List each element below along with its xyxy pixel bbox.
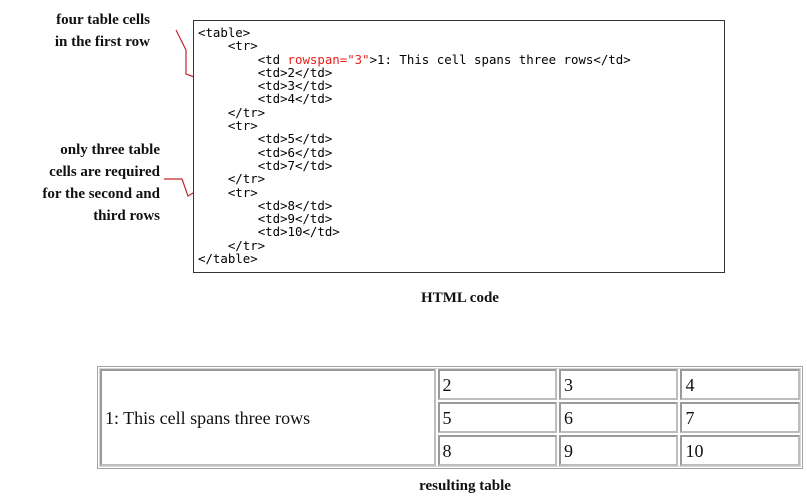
table-cell: 5 <box>437 402 557 433</box>
code-text: <td>9</td> <box>257 211 333 227</box>
code-line: <td>9</td> <box>198 212 631 225</box>
code-text: <td>10</td> <box>257 224 340 240</box>
code-line: </tr> <box>198 172 631 185</box>
code-line: <td>6</td> <box>198 146 631 159</box>
table-cell: 9 <box>558 435 679 466</box>
code-text: </tr> <box>227 104 266 120</box>
code-line: <td>5</td> <box>198 132 631 145</box>
code-line: <tr> <box>198 184 631 200</box>
annotation-line: four table cells <box>56 12 150 28</box>
code-line: <td rowspan="3">1: This cell spans three… <box>198 51 631 67</box>
code-line: </tr> <box>198 106 631 119</box>
annotation-line: in the first row <box>54 34 150 50</box>
table-cell: 6 <box>558 402 679 433</box>
code-text: <td>3</td> <box>257 78 333 94</box>
table-cell: 8 <box>437 435 557 466</box>
result-table: 1: This cell spans three rows 2 3 4 5 6 … <box>97 366 803 469</box>
code-line: </table> <box>198 252 631 265</box>
code-text: </tr> <box>227 237 266 253</box>
code-text: <tr> <box>227 38 258 54</box>
code-text: </table> <box>198 251 258 267</box>
table-cell: 2 <box>437 369 557 400</box>
code-text: <td>8</td> <box>257 197 333 213</box>
code-line: <td>3</td> <box>198 79 631 92</box>
code-text: <td>5</td> <box>257 131 333 147</box>
annotation-line: cells are required <box>49 164 160 180</box>
code-line: <table> <box>198 26 631 39</box>
code-text: <td>2</td> <box>257 64 333 80</box>
table-row: 8 9 10 <box>100 435 800 466</box>
annotation-line: for the second and <box>42 186 160 202</box>
code-box: <table> <tr> <td rowspan="3">1: This cel… <box>193 20 725 273</box>
other-rows-annotation: only three table cells are required for … <box>0 139 160 227</box>
code-text: </tr> <box>227 171 266 187</box>
table-row: 1: This cell spans three rows 2 3 4 <box>100 369 800 466</box>
code-line: <tr> <box>198 39 631 52</box>
code-line: <td>10</td> <box>198 225 631 238</box>
html-code-listing: <table> <tr> <td rowspan="3">1: This cel… <box>198 26 631 265</box>
annotation-line: third rows <box>93 208 160 224</box>
code-text: <tr> <box>227 118 258 134</box>
code-caption: HTML code <box>421 290 499 306</box>
table-row: 5 6 7 <box>100 402 800 433</box>
code-line: <td>4</td> <box>198 92 631 105</box>
code-text: <td>6</td> <box>257 144 333 160</box>
table-cell: 4 <box>680 369 800 400</box>
code-line: </tr> <box>198 239 631 252</box>
code-line: <tr> <box>198 119 631 132</box>
code-text: <td <box>257 51 288 67</box>
code-text: <td>7</td> <box>257 157 333 173</box>
code-text: <table> <box>198 25 251 40</box>
code-text: <td>4</td> <box>257 91 333 107</box>
rowspan-attribute: rowspan="3" <box>287 51 370 67</box>
code-text: <tr> <box>227 184 258 200</box>
code-text: >1: This cell spans three rows</td> <box>369 51 631 67</box>
code-line: <td>7</td> <box>198 159 631 172</box>
code-line: <td>8</td> <box>198 199 631 212</box>
annotation-line: only three table <box>60 142 160 158</box>
code-line: <td>2</td> <box>198 66 631 79</box>
table-caption: resulting table <box>419 478 511 494</box>
table-cell: 10 <box>680 435 800 466</box>
first-row-annotation: four table cells in the first row <box>10 9 150 53</box>
rowspan-cell: 1: This cell spans three rows <box>100 369 436 466</box>
table-cell: 7 <box>680 402 800 433</box>
table-cell: 3 <box>558 369 679 400</box>
